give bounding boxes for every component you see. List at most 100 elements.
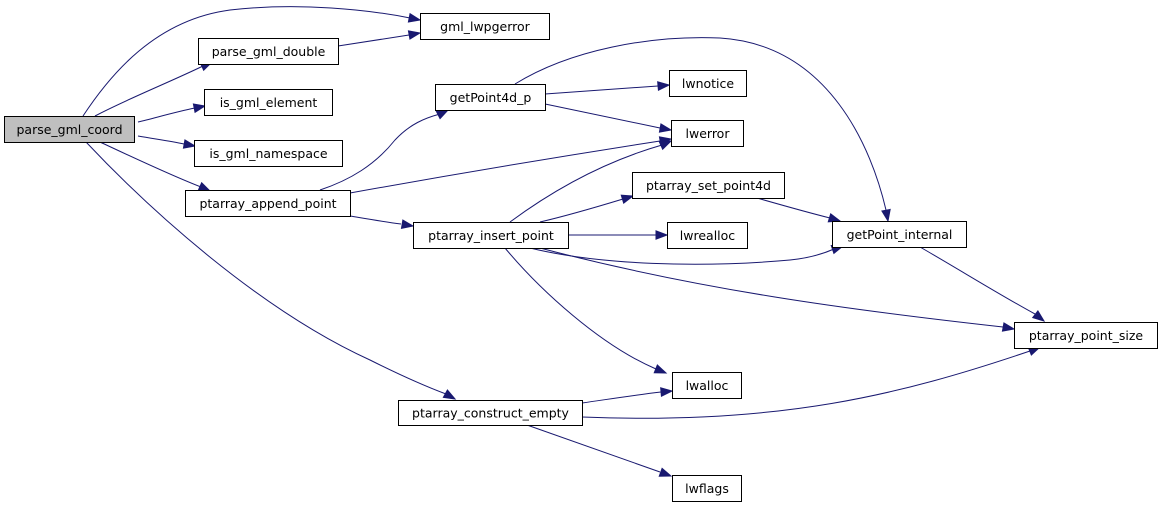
node-ptarray_insert_point[interactable]: ptarray_insert_point	[413, 222, 569, 249]
edge-line	[581, 350, 1031, 419]
edge-line	[85, 141, 447, 395]
edge-line	[349, 140, 661, 194]
node-label: parse_gml_double	[212, 44, 326, 59]
node-label: lwalloc	[686, 378, 729, 393]
arrowhead	[881, 208, 891, 223]
node-box[interactable]	[672, 475, 742, 502]
arrowhead	[1001, 322, 1016, 332]
edge-line	[319, 113, 441, 191]
arrowhead	[182, 139, 197, 149]
edge-line	[99, 141, 202, 188]
node-label: lwflags	[685, 481, 729, 496]
node-parse_gml_coord[interactable]: parse_gml_coord	[4, 116, 135, 143]
node-box[interactable]	[204, 89, 333, 116]
arrowhead	[407, 12, 422, 23]
edge-getPoint4d_p-to-lwerror	[544, 103, 673, 133]
node-box[interactable]	[669, 70, 747, 97]
edge-line	[756, 197, 831, 219]
edge-ptarray_construct_empty-to-lwalloc	[581, 387, 674, 404]
node-box[interactable]	[667, 222, 748, 249]
edge-line	[137, 107, 196, 123]
node-box[interactable]	[671, 120, 744, 147]
node-label: parse_gml_coord	[16, 122, 122, 137]
node-ptarray_point_size[interactable]: ptarray_point_size	[1014, 322, 1158, 349]
node-box[interactable]	[420, 13, 550, 40]
arrowhead	[658, 123, 673, 133]
edge-line	[919, 246, 1036, 315]
edge-ptarray_insert_point-to-ptarray_set_point4d	[539, 194, 635, 223]
node-lwrealloc[interactable]: lwrealloc	[667, 222, 748, 249]
edge-line	[349, 215, 402, 225]
node-label: is_gml_namespace	[209, 146, 327, 161]
node-box[interactable]	[1014, 322, 1158, 349]
arrowhead	[192, 103, 207, 114]
node-label: lwnotice	[682, 76, 735, 91]
node-lwerror[interactable]: lwerror	[671, 120, 744, 147]
edge-getPoint4d_p-to-getPoint_internal	[514, 37, 891, 223]
edge-ptarray_construct_empty-to-lwflags	[526, 424, 673, 477]
nodes-layer: parse_gml_coord gml_lwpgerror parse_gml_do…	[4, 13, 1158, 502]
node-lwnotice[interactable]: lwnotice	[669, 70, 747, 97]
node-box[interactable]	[672, 372, 742, 399]
arrowhead	[620, 194, 635, 205]
node-label: is_gml_element	[220, 95, 318, 110]
arrowhead	[197, 181, 212, 192]
node-parse_gml_double[interactable]: parse_gml_double	[198, 38, 339, 65]
node-gml_lwpgerror[interactable]: gml_lwpgerror	[420, 13, 550, 40]
edge-line	[504, 247, 657, 370]
node-ptarray_construct_empty[interactable]: ptarray_construct_empty	[398, 400, 583, 426]
edge-ptarray_insert_point-to-lwrealloc	[568, 230, 669, 240]
arrowhead	[660, 387, 674, 397]
edge-ptarray_insert_point-to-lwerror	[509, 140, 673, 223]
node-ptarray_append_point[interactable]: ptarray_append_point	[185, 190, 351, 217]
node-box[interactable]	[435, 84, 546, 111]
edge-line	[539, 247, 1004, 328]
node-box[interactable]	[413, 222, 569, 249]
edge-ptarray_construct_empty-to-ptarray_point_size	[581, 346, 1042, 419]
node-is_gml_namespace[interactable]: is_gml_namespace	[194, 140, 343, 167]
node-label: getPoint_internal	[847, 227, 953, 242]
node-getPoint_internal[interactable]: getPoint_internal	[832, 221, 967, 248]
edge-getPoint_internal-to-ptarray_point_size	[919, 246, 1046, 322]
node-getPoint4d_p[interactable]: getPoint4d_p	[435, 84, 546, 111]
arrowhead	[435, 109, 450, 120]
edge-line	[529, 247, 835, 265]
edges-layer	[82, 6, 1046, 477]
arrowhead	[400, 219, 415, 229]
arrowhead	[658, 467, 673, 477]
edge-parse_gml_coord-to-ptarray_append_point	[99, 141, 212, 192]
edge-parse_gml_double-to-gml_lwpgerror	[337, 30, 422, 47]
edge-parse_gml_coord-to-gml_lwpgerror	[82, 6, 422, 117]
edge-line	[509, 144, 663, 223]
node-label: gml_lwpgerror	[440, 19, 531, 34]
edge-line	[337, 34, 410, 47]
node-lwalloc[interactable]: lwalloc	[672, 372, 742, 399]
arrowhead	[655, 230, 669, 240]
arrowhead	[653, 364, 668, 374]
edge-parse_gml_coord-to-is_gml_element	[137, 103, 207, 123]
node-box[interactable]	[398, 400, 583, 426]
edge-ptarray_append_point-to-ptarray_insert_point	[349, 215, 415, 229]
node-box[interactable]	[632, 172, 785, 199]
node-ptarray_set_point4d[interactable]: ptarray_set_point4d	[632, 172, 785, 199]
node-box[interactable]	[185, 190, 351, 217]
edge-line	[581, 391, 662, 404]
node-box[interactable]	[4, 116, 135, 143]
node-label: ptarray_append_point	[199, 196, 336, 211]
node-lwflags[interactable]: lwflags	[672, 475, 742, 502]
edge-line	[544, 85, 659, 95]
node-box[interactable]	[832, 221, 967, 248]
edge-parse_gml_coord-to-is_gml_namespace	[137, 135, 197, 149]
edge-parse_gml_coord-to-ptarray_construct_empty	[85, 141, 457, 400]
node-box[interactable]	[198, 38, 339, 65]
node-is_gml_element[interactable]: is_gml_element	[204, 89, 333, 116]
node-box[interactable]	[194, 140, 343, 167]
arrowhead	[657, 81, 671, 91]
edge-line	[544, 103, 661, 129]
node-label: ptarray_set_point4d	[646, 178, 771, 193]
arrowhead	[1031, 310, 1046, 322]
edge-ptarray_insert_point-to-ptarray_point_size	[539, 247, 1016, 332]
edge-ptarray_set_point4d-to-getPoint_internal	[756, 197, 842, 223]
node-label: ptarray_point_size	[1029, 328, 1144, 343]
